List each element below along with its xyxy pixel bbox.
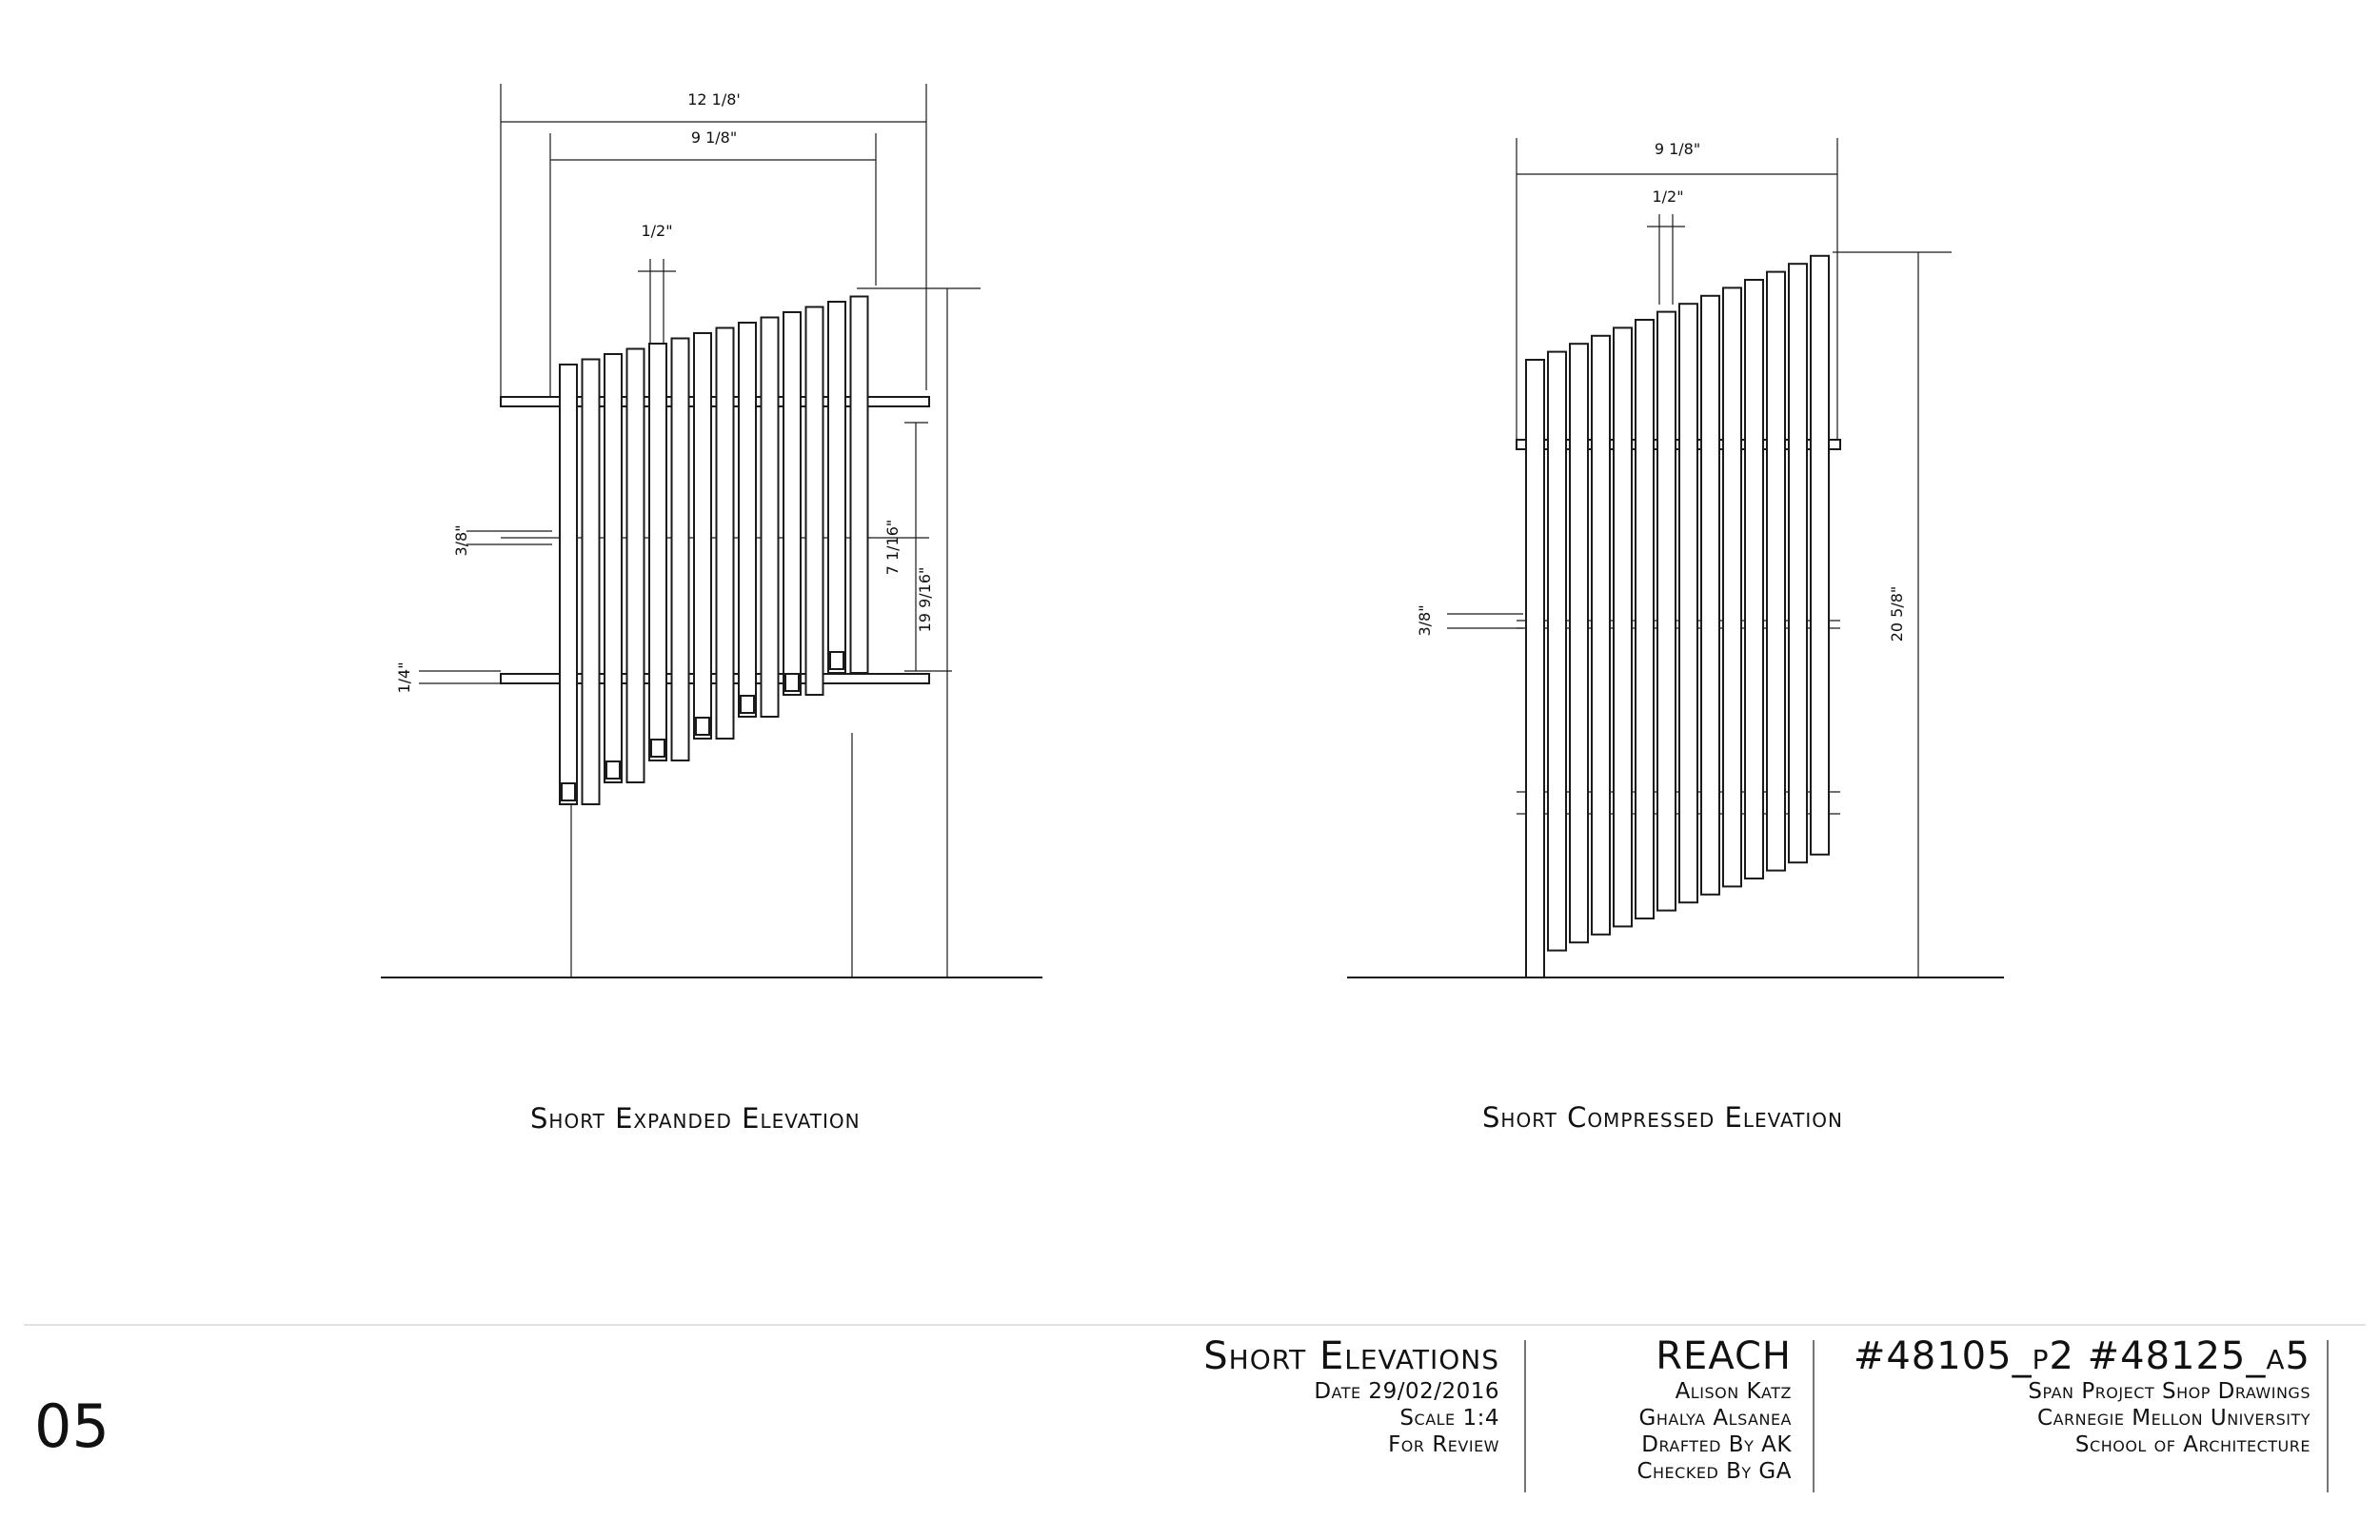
dim-left-lower: 1/4" bbox=[395, 661, 413, 693]
slat bbox=[1788, 263, 1808, 864]
slat bbox=[849, 295, 869, 674]
slat bbox=[1525, 359, 1545, 978]
dim-overall-width: 12 1/8' bbox=[687, 90, 741, 109]
project-name: REACH bbox=[1656, 1334, 1792, 1378]
slat bbox=[1744, 279, 1764, 879]
dim-right-outer: 19 9/16" bbox=[916, 567, 934, 633]
dim-compressed-left: 3/8" bbox=[1416, 604, 1434, 636]
dim-compressed-height: 20 5/8" bbox=[1888, 586, 1906, 642]
slat-end-block bbox=[695, 717, 710, 736]
sheet-date: Date 29/02/2016 bbox=[1314, 1379, 1499, 1404]
title-block-sheet: Short Elevations Date 29/02/2016 Scale 1… bbox=[928, 1334, 1499, 1458]
slat-end-block bbox=[784, 673, 800, 692]
dim-inner-width: 9 1/8" bbox=[691, 128, 737, 147]
sheet-status: For Review bbox=[1388, 1432, 1499, 1457]
slat bbox=[783, 311, 802, 696]
slat bbox=[804, 306, 824, 696]
course-numbers: #48105_p2 #48125_a5 bbox=[1853, 1334, 2311, 1378]
compressed-slats bbox=[1525, 254, 1830, 978]
slat bbox=[1678, 303, 1698, 904]
slat bbox=[760, 316, 780, 718]
slat bbox=[827, 301, 846, 674]
course-line-1: Span Project Shop Drawings bbox=[2028, 1379, 2311, 1404]
slat bbox=[693, 332, 712, 740]
slat bbox=[1700, 294, 1720, 896]
dim-right-inner: 7 1/16" bbox=[883, 520, 902, 576]
sheet-title: Short Elevations bbox=[1203, 1334, 1499, 1378]
slat bbox=[1766, 270, 1786, 872]
slat-end-block bbox=[829, 651, 844, 670]
slat bbox=[1591, 334, 1611, 936]
upper-rail bbox=[500, 396, 930, 407]
course-line-3: School of Architecture bbox=[2074, 1432, 2311, 1457]
sheet-number: 05 bbox=[34, 1392, 109, 1461]
slat-end-block bbox=[561, 782, 576, 801]
course-line-2: Carnegie Mellon University bbox=[2037, 1406, 2311, 1431]
slat bbox=[1635, 319, 1655, 919]
slat-end-block bbox=[605, 760, 621, 780]
slat bbox=[625, 347, 645, 783]
title-block-course: #48105_p2 #48125_a5 Span Project Shop Dr… bbox=[1815, 1334, 2311, 1458]
compressed-elevation: 9 1/8" 1/2" 20 5/8" 3/8" bbox=[1347, 138, 2004, 978]
slat bbox=[1613, 326, 1633, 928]
slat bbox=[738, 322, 757, 718]
slat bbox=[559, 364, 578, 805]
slat bbox=[604, 353, 623, 783]
lower-rail bbox=[500, 673, 930, 684]
slat bbox=[1569, 343, 1589, 944]
dim-compressed-width: 9 1/8" bbox=[1655, 140, 1700, 158]
title-block-project: REACH Alison Katz Ghalya Alsanea Drafted… bbox=[1525, 1334, 1792, 1485]
slat bbox=[670, 337, 690, 761]
dim-compressed-gap: 1/2" bbox=[1652, 188, 1683, 206]
expanded-elevation-caption: Short Expanded Elevation bbox=[530, 1102, 861, 1135]
slat-end-block bbox=[650, 739, 665, 758]
sheet-scale: Scale 1:4 bbox=[1399, 1406, 1499, 1431]
expanded-slats bbox=[559, 295, 869, 805]
slat-end-block bbox=[740, 695, 755, 714]
slat bbox=[1656, 310, 1676, 912]
dim-slat-gap: 1/2" bbox=[641, 222, 672, 240]
dim-left-upper: 3/8" bbox=[452, 524, 470, 556]
checked-by: Checked By GA bbox=[1636, 1459, 1792, 1484]
slat bbox=[1722, 286, 1742, 888]
slat bbox=[1810, 254, 1830, 856]
slat bbox=[1547, 350, 1567, 952]
slat bbox=[581, 358, 601, 805]
drafted-by: Drafted By AK bbox=[1641, 1432, 1792, 1457]
compressed-elevation-caption: Short Compressed Elevation bbox=[1482, 1101, 1844, 1134]
designer-1: Alison Katz bbox=[1675, 1379, 1792, 1404]
designer-2: Ghalya Alsanea bbox=[1638, 1406, 1792, 1431]
slat bbox=[715, 326, 735, 740]
expanded-elevation: 12 1/8' 9 1/8" 1/2" 7 1/16" 19 9/16" 3/8… bbox=[381, 84, 1042, 978]
slat bbox=[648, 343, 667, 761]
